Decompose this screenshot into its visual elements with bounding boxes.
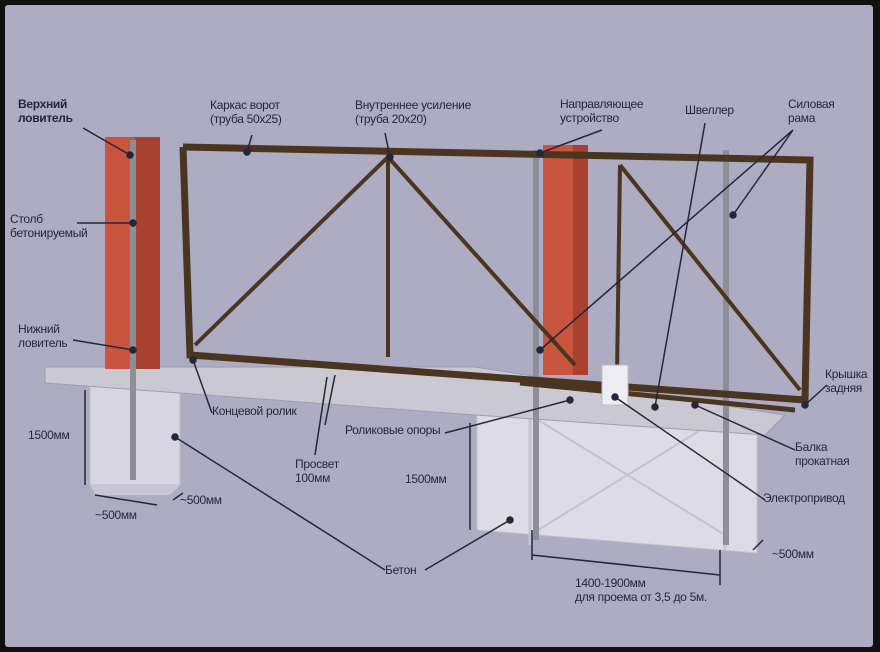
label-inner-reinforcement: Внутреннее усиление(труба 20x20) <box>355 98 471 126</box>
label-frame: Каркас ворот(труба 50x25) <box>210 98 282 126</box>
leader-lines <box>72 122 828 585</box>
label-roller-supports: Роликовые опоры <box>345 423 441 437</box>
dim-width-right: ~500мм <box>772 547 814 561</box>
left-brick-pillar <box>105 137 160 480</box>
label-line: Верхний <box>18 97 68 111</box>
label-line: Направляющее <box>560 97 644 111</box>
ground-slab <box>44 366 787 436</box>
label-electric-drive: Электропривод <box>763 491 845 505</box>
dim-width-left-b: ~500мм <box>180 493 222 507</box>
label-line: бетонируемый <box>10 226 88 240</box>
label-line: Силовая <box>788 97 835 111</box>
label-line: Крышка <box>825 367 868 381</box>
label-channel: Швеллер <box>685 103 734 117</box>
label-line: (труба 50x25) <box>210 112 282 126</box>
label-line: устройство <box>560 111 619 125</box>
label-line: Балка <box>795 440 828 454</box>
label-line: задняя <box>825 381 863 395</box>
gate-frame <box>179 143 814 413</box>
label-line: 100мм <box>295 471 331 485</box>
label-line: прокатная <box>795 454 850 468</box>
label-concrete: Бетон <box>385 563 417 577</box>
label-line: Каркас ворот <box>210 98 280 112</box>
label-line: Просвет <box>295 457 339 471</box>
dim-depth-left: 1500мм <box>28 428 70 442</box>
label-line: Внутреннее усиление <box>355 98 471 112</box>
label-line: ловитель <box>18 111 73 125</box>
label-line: 1400-1900мм <box>575 576 646 590</box>
dim-width-left-a: ~500мм <box>95 508 137 522</box>
label-line: для проема от 3,5 до 5м. <box>575 590 707 604</box>
label-end-roller: Концевой ролик <box>212 404 297 418</box>
gate-drawing <box>44 122 828 585</box>
label-line: ловитель <box>18 336 68 350</box>
label-line: (труба 20x20) <box>355 112 427 126</box>
label-line: рама <box>788 111 816 125</box>
label-line: Столб <box>10 212 43 226</box>
dim-depth-right: 1500мм <box>405 472 447 486</box>
label-line: Нижний <box>18 322 60 336</box>
